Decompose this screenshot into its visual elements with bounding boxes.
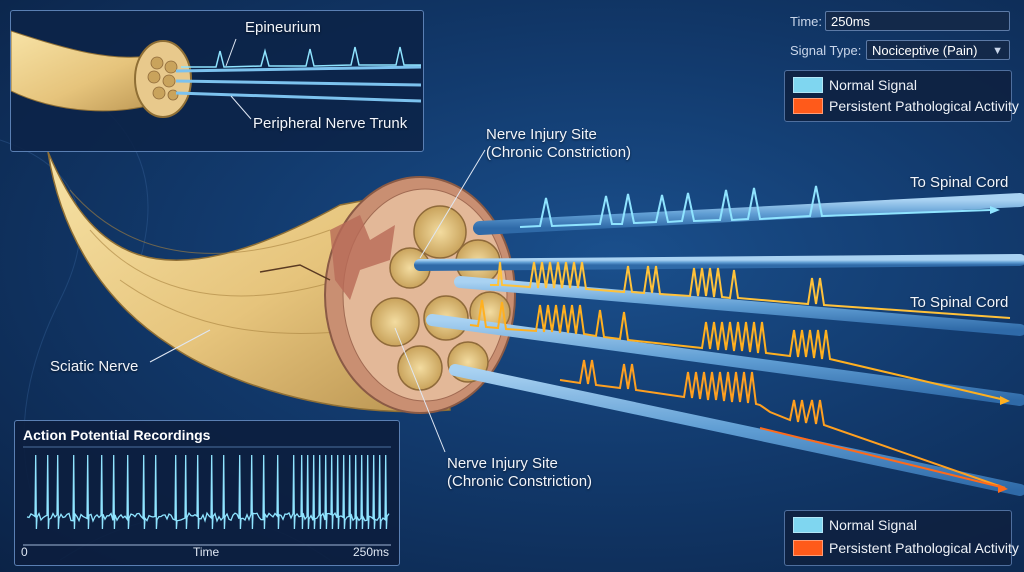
recording-x-end: 250ms <box>353 545 389 559</box>
injury-site-label-1: Nerve Injury Site (Chronic Constriction) <box>486 126 631 162</box>
pathological-swatch <box>793 98 823 114</box>
injury-site-label-2: Nerve Injury Site (Chronic Constriction) <box>447 455 592 491</box>
to-spinal-cord-label-2: To Spinal Cord <box>910 294 1008 312</box>
legend-top-pathological: Persistent Pathological Activity <box>793 98 1019 114</box>
action-potential-recordings-panel: Action Potential Recordings 0 Time 250ms <box>14 420 400 566</box>
legend-top: Normal Signal Persistent Pathological Ac… <box>784 70 1012 122</box>
chevron-down-icon: ▼ <box>992 41 1003 61</box>
time-field[interactable]: 250ms <box>825 11 1010 31</box>
pathological-swatch <box>793 540 823 556</box>
epineurium-label: Epineurium <box>245 19 321 37</box>
axons <box>420 200 1020 490</box>
to-spinal-cord-label-1: To Spinal Cord <box>910 174 1008 192</box>
sciatic-nerve-label: Sciatic Nerve <box>50 358 138 376</box>
signal-type-label: Signal Type: <box>790 43 861 58</box>
legend-bottom-normal: Normal Signal <box>793 517 917 533</box>
legend-bottom: Normal Signal Persistent Pathological Ac… <box>784 510 1012 566</box>
time-label: Time: <box>790 14 822 29</box>
recording-x-start: 0 <box>21 545 28 559</box>
legend-top-normal: Normal Signal <box>793 77 917 93</box>
recording-x-label: Time <box>193 545 219 559</box>
inset-nerve-trunk-panel: Epineurium Peripheral Nerve Trunk <box>10 10 424 152</box>
signal-type-value: Nociceptive (Pain) <box>872 43 978 58</box>
recording-trace <box>15 421 399 565</box>
normal-swatch <box>793 77 823 93</box>
signal-type-select[interactable]: Nociceptive (Pain) ▼ <box>866 40 1010 60</box>
legend-bottom-pathological: Persistent Pathological Activity <box>793 540 1019 556</box>
peripheral-nerve-trunk-label: Peripheral Nerve Trunk <box>253 115 407 133</box>
normal-swatch <box>793 517 823 533</box>
